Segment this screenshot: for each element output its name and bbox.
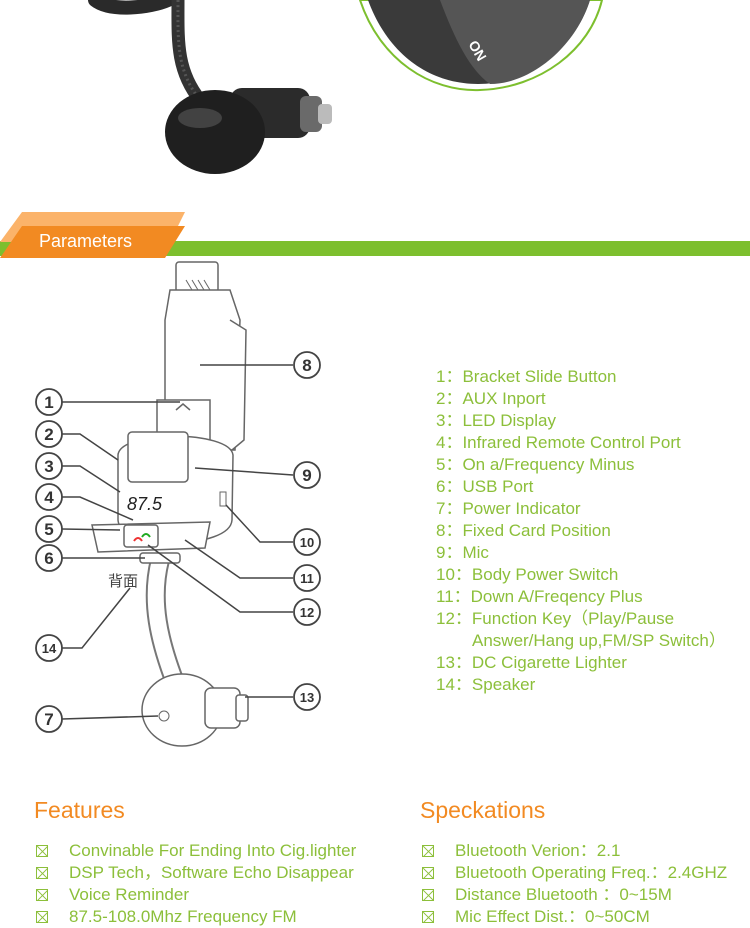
checkbox-icon [36, 867, 48, 879]
parameter-item: 13：DC Cigarette Lighter [436, 653, 627, 672]
features-title: Features [34, 797, 125, 823]
back-label: 背面 [108, 573, 138, 590]
callout-10: 10 [300, 535, 314, 550]
spec-text: Bluetooth Operating Freq.：2.4GHZ [455, 863, 728, 882]
parameter-item: 6：USB Port [436, 477, 534, 496]
callout-13: 13 [300, 690, 314, 705]
feature-text: 87.5-108.0Mhz Frequency FM [69, 907, 297, 926]
parameter-item: 4：Infrared Remote Control Port [436, 433, 681, 452]
parameter-item: 11：Down A/Freqency Plus [436, 587, 643, 606]
checkbox-icon [36, 911, 48, 923]
callout-4: 4 [44, 488, 54, 507]
parameter-item: 3：LED Display [436, 411, 556, 430]
callout-8: 8 [302, 356, 311, 375]
checkbox-icon [36, 889, 48, 901]
list-item: DSP Tech，Software Echo Disappear [36, 862, 356, 884]
feature-text: Voice Reminder [69, 885, 190, 904]
list-item: Mic Effect Dist.：0~50CM [422, 906, 727, 928]
speckations-list: Bluetooth Verion：2.1 Bluetooth Operating… [422, 840, 727, 928]
callout-7: 7 [44, 710, 53, 729]
callout-14: 14 [42, 641, 57, 656]
checkbox-icon [422, 845, 434, 857]
spec-text: Distance Bluetooth ：0~15M [455, 885, 672, 904]
list-item: Bluetooth Operating Freq.：2.4GHZ [422, 862, 727, 884]
product-diagram: 87.5 背面 1 2 3 4 5 6 7 8 9 [35, 261, 321, 747]
display-reading: 87.5 [127, 494, 163, 514]
callout-2: 2 [44, 425, 53, 444]
checkbox-icon [36, 845, 48, 857]
features-list: Convinable For Ending Into Cig.lighter D… [36, 840, 356, 928]
parameter-item: 5：On a/Frequency Minus [436, 455, 635, 474]
callout-1: 1 [44, 393, 53, 412]
banner-title: Parameters [39, 231, 133, 251]
feature-text: DSP Tech，Software Echo Disappear [69, 863, 354, 882]
spec-text: Mic Effect Dist.：0~50CM [455, 907, 650, 926]
callout-12: 12 [300, 605, 314, 620]
list-item: Voice Reminder [36, 884, 356, 906]
list-item: Distance Bluetooth ：0~15M [422, 884, 727, 906]
parameter-item: 10：Body Power Switch [436, 565, 619, 584]
section-banner-bar [0, 241, 750, 256]
parameter-item: 7：Power Indicator [436, 499, 581, 518]
feature-text: Convinable For Ending Into Cig.lighter [69, 841, 357, 860]
list-item: Bluetooth Verion：2.1 [422, 840, 727, 862]
callout-11: 11 [300, 571, 314, 586]
parameter-item: 2：AUX Inport [436, 389, 546, 408]
checkbox-icon [422, 867, 434, 879]
product-photo: ON [88, 0, 604, 174]
callout-9: 9 [302, 466, 311, 485]
parameter-item: 8：Fixed Card Position [436, 521, 611, 540]
parameter-item: 14：Speaker [436, 675, 536, 694]
checkbox-icon [422, 889, 434, 901]
parameter-item-continued: Answer/Hang up,FM/SP Switch） [472, 631, 726, 650]
callout-6: 6 [44, 549, 53, 568]
parameter-item: 1：Bracket Slide Button [436, 367, 617, 386]
spec-text: Bluetooth Verion：2.1 [455, 841, 621, 860]
parameter-list: 1：Bracket Slide Button 2：AUX Inport 3：LE… [436, 366, 726, 696]
callout-5: 5 [44, 520, 53, 539]
list-item: Convinable For Ending Into Cig.lighter [36, 840, 356, 862]
callout-3: 3 [44, 457, 53, 476]
section-banner-tab [0, 212, 185, 258]
speckations-title: Speckations [420, 797, 546, 823]
parameter-item: 12：Function Key（Play/Pause [436, 609, 675, 628]
checkbox-icon [422, 911, 434, 923]
list-item: 87.5-108.0Mhz Frequency FM [36, 906, 356, 928]
parameter-item: 9：Mic [436, 543, 489, 562]
